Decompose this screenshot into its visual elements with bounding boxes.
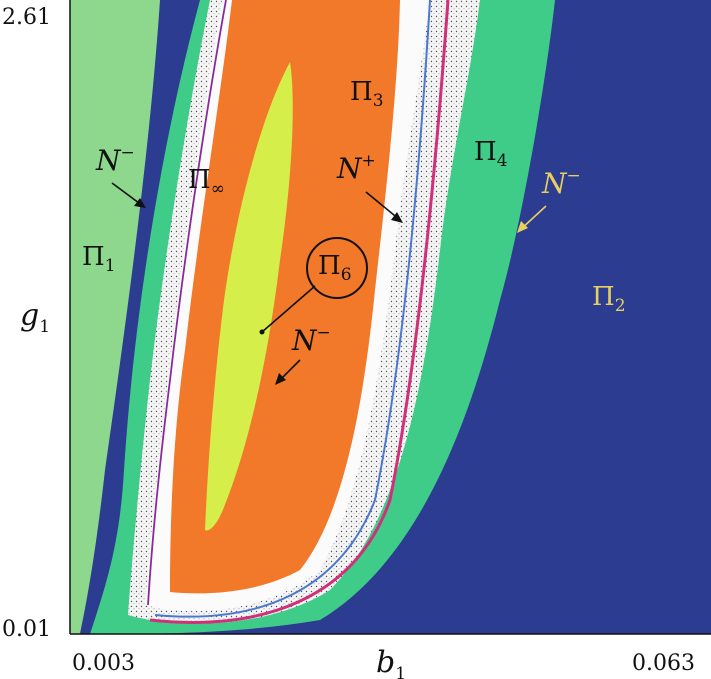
boundary-purple [147,0,227,606]
p6-dot [259,329,265,335]
boundary-blue [154,0,431,618]
label-pinf: Π∞ [188,165,225,199]
label-nminus-left: N− [95,143,135,177]
y-tick-top: 2.61 [2,5,51,30]
label-p3: Π3 [350,77,384,111]
arrowhead-nminus-left [134,198,146,208]
plot-area [70,0,711,634]
arrowhead-nminus-center [275,373,286,385]
x-tick-left: 0.003 [72,651,135,676]
label-nplus: N+ [336,151,376,185]
x-axis-label: b1 [376,645,406,679]
region-p1-fill [70,0,160,634]
label-p4: Π4 [474,137,508,171]
arrowhead-nplus [391,212,403,223]
label-p1: Π1 [82,242,116,276]
region-labels: Π1 Π2 Π3 Π4 Π6 Π∞ [82,77,626,335]
x-tick-right: 0.063 [632,651,695,676]
p6-pointer [261,285,316,333]
y-axis-label: g1 [20,298,50,337]
arrow-nplus [365,191,401,221]
label-p6: Π6 [318,251,352,285]
region-p6-fill [205,62,293,531]
label-nminus-right: N− [541,166,581,200]
curve-labels: N− N+ N− N− [95,143,581,385]
label-p2: Π2 [592,282,626,316]
boundary-magenta [149,0,450,624]
p6-circle [306,237,368,299]
arrowhead-nminus-right [517,221,528,233]
label-nminus-center: N− [291,323,331,357]
y-tick-bottom: 0.01 [2,617,51,642]
